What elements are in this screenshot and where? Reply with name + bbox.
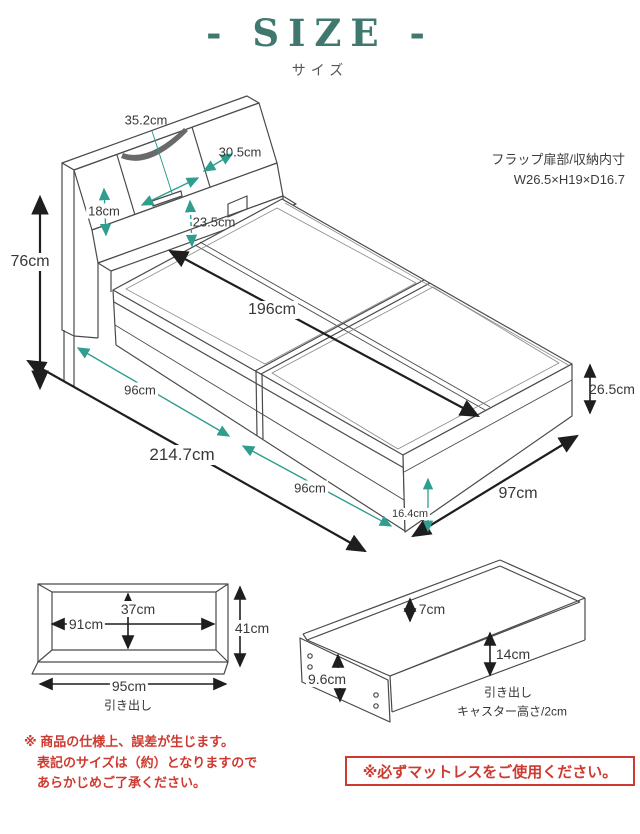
dim-bed-width: 97cm bbox=[498, 485, 538, 502]
mattress-warning-text: ※必ずマットレスをご使用ください。 bbox=[362, 763, 618, 781]
drawer-3d-arrows bbox=[331, 597, 497, 703]
drawer-3d-drawing bbox=[299, 559, 586, 723]
dim-drawer-side-height: 7cm bbox=[418, 601, 446, 617]
bed-dimension-arrows bbox=[26, 130, 597, 553]
dim-frame-bottom-height: 16.4cm bbox=[389, 508, 431, 520]
page-title: - SIZE - bbox=[206, 11, 434, 55]
dim-half-length-foot: 96cm bbox=[292, 480, 328, 496]
flap-storage-note-line2: W26.5×H19×D16.7 bbox=[513, 172, 625, 187]
page-subtitle: サイズ bbox=[291, 62, 349, 78]
caster-height-note: キャスター高さ/2cm bbox=[456, 704, 568, 719]
drawer-front-drawing bbox=[31, 583, 229, 675]
size-disclaimer-line2: 表記のサイズは（約）となりますので bbox=[37, 754, 258, 770]
mattress-warning-box: ※必ずマットレスをご使用ください。 bbox=[345, 756, 635, 786]
size-disclaimer-line3: あらかじめご了承ください。 bbox=[37, 775, 207, 790]
dim-headboard-depth: 23.5cm bbox=[192, 214, 236, 230]
dim-flap-height: 18cm bbox=[86, 203, 122, 219]
flap-storage-note: フラップ扉部/収納内寸 W26.5×H19×D16.7 bbox=[430, 150, 625, 190]
drawer-front-caption: 引き出し bbox=[103, 698, 153, 713]
dim-flap-center-width: 35.2cm bbox=[124, 112, 168, 128]
size-disclaimer-line1: ※ 商品の仕様上、誤差が生じます。 bbox=[24, 734, 234, 749]
dim-drawer-inner-width: 91cm bbox=[66, 616, 106, 632]
size-disclaimer: ※ 商品の仕様上、誤差が生じます。 表記のサイズは（約）となりますので あらかじ… bbox=[24, 732, 257, 794]
dim-drawer-front-height: 14cm bbox=[495, 646, 531, 662]
dim-drawer-outer-height: 41cm bbox=[232, 620, 272, 636]
dim-drawer-inner-height: 37cm bbox=[118, 601, 158, 617]
dim-drawer-outer-width: 95cm bbox=[109, 678, 149, 694]
drawer-3d-caption: 引き出し bbox=[483, 685, 533, 700]
dim-flap-door-width: 30.5cm bbox=[218, 144, 262, 160]
dim-headboard-height: 76cm bbox=[8, 253, 52, 271]
flap-storage-note-line1: フラップ扉部/収納内寸 bbox=[491, 152, 625, 167]
dim-total-length: 214.7cm bbox=[147, 445, 217, 465]
dim-platform-height: 26.5cm bbox=[589, 381, 635, 397]
dim-sleeping-length: 196cm bbox=[245, 301, 299, 319]
dim-drawer-end-height: 9.6cm bbox=[305, 671, 349, 687]
dim-half-length-head: 96cm bbox=[122, 382, 158, 398]
page-header: - SIZE - サイズ bbox=[0, 12, 640, 80]
